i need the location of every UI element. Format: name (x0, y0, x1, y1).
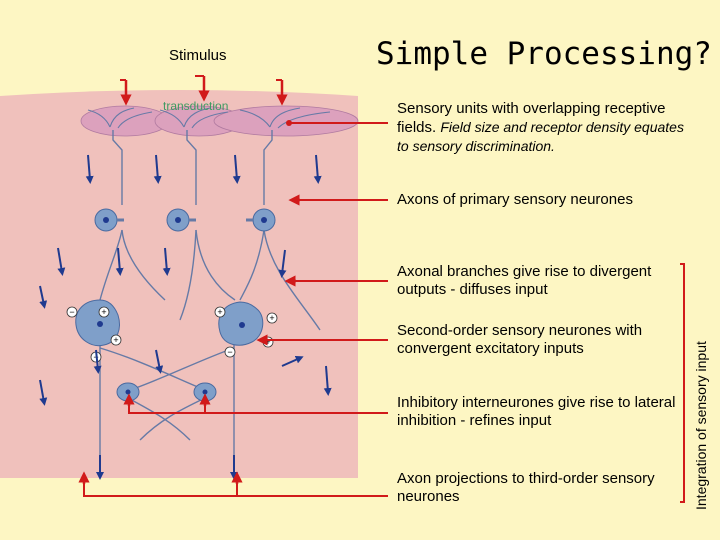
label-pointers (83, 122, 685, 503)
integration-label: Integration of sensory input (693, 341, 709, 510)
sign-7: − (227, 347, 232, 357)
sign-8: + (265, 337, 270, 347)
stimulus-label: Stimulus (169, 47, 227, 64)
receptive-field-right (213, 105, 359, 137)
label-axons-primary: Axons of primary sensory neurones (397, 191, 633, 208)
signal-arrows (39, 154, 332, 480)
primary-axons (112, 130, 273, 205)
transduction-label: transduction (163, 99, 229, 113)
sign-6: + (269, 313, 274, 323)
tissue-region (0, 90, 358, 478)
label-sensory-units: Sensory units with overlapping receptive… (397, 100, 697, 156)
sign-3: + (113, 335, 118, 345)
sign-5: + (217, 307, 222, 317)
sign-2: + (101, 307, 106, 317)
label-second-order: Second-order sensory neurones with conve… (397, 322, 643, 357)
sensory-units-main: Sensory units with overlapping receptive… (397, 100, 666, 136)
page-title: Simple Processing? (376, 36, 712, 72)
label-axonal-branches: Axonal branches give rise to divergent o… (397, 263, 652, 298)
label-inhibitory: Inhibitory interneurones give rise to la… (397, 394, 676, 429)
receptor-endings (87, 107, 331, 129)
sensory-units-detail: Field size and receptor density equates … (397, 119, 684, 154)
sign-1: − (69, 307, 74, 317)
label-axon-projections: Axon projections to third-order sensory … (397, 470, 655, 505)
stimulus-arrows (120, 76, 288, 106)
